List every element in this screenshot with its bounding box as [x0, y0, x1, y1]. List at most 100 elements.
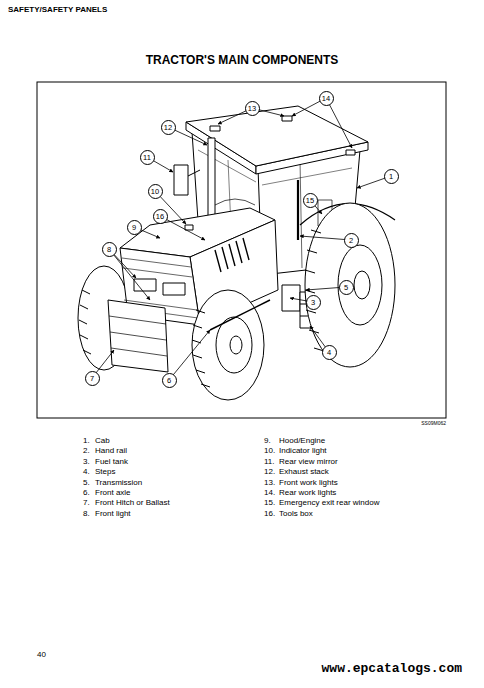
leader-line	[109, 249, 150, 300]
callout-circle: 5	[339, 280, 354, 295]
page-number: 40	[37, 651, 46, 659]
legend-number: 4.	[83, 468, 90, 476]
front-hub	[216, 317, 252, 373]
callout-number: 15	[304, 194, 317, 207]
legend-part-name: Indicator light	[279, 447, 327, 455]
legend-number: 6.	[83, 489, 90, 497]
callout-circle: 15	[303, 193, 318, 208]
legend-number: 10.	[264, 447, 275, 455]
callout-circle: 7	[85, 371, 100, 386]
callout-number: 14	[320, 92, 333, 105]
callout-number: 10	[149, 185, 162, 198]
legend-part-name: Transmission	[95, 479, 142, 487]
legend-part-name: Front Hitch or Ballast	[95, 499, 170, 507]
callout-circle: 8	[102, 242, 117, 257]
callout-circle: 3	[306, 295, 321, 310]
callout-circle: 4	[322, 345, 337, 360]
callout-circle: 2	[344, 233, 359, 248]
front-light	[163, 283, 185, 295]
legend-part-name: Rear view mirror	[279, 458, 338, 466]
watermark-url: www.epcatalogs.com	[322, 662, 462, 675]
leader-line	[326, 98, 352, 148]
legend-number: 3.	[83, 458, 90, 466]
legend-number: 9.	[264, 437, 271, 445]
rear-tire	[305, 203, 395, 367]
callout-circle: 14	[319, 91, 334, 106]
front-tire	[192, 290, 264, 400]
figure-title: TRACTOR'S MAIN COMPONENTS	[0, 54, 484, 66]
front-hub-cap	[230, 336, 242, 354]
callout-circle: 13	[245, 101, 260, 116]
callout-number: 3	[307, 296, 320, 309]
exhaust-stack	[208, 138, 215, 218]
leader-lines	[92, 98, 391, 380]
legend-part-name: Steps	[95, 468, 115, 476]
front-light	[134, 279, 156, 291]
legend-part-name: Rear work lights	[279, 489, 336, 497]
legend-part-name: Hand rail	[95, 447, 127, 455]
tire-tread	[305, 230, 324, 351]
legend-number: 11.	[264, 458, 275, 466]
legend-number: 14.	[264, 489, 275, 497]
callout-number: 8	[103, 243, 116, 256]
callout-circle: 9	[127, 220, 142, 235]
ballast-plates	[109, 316, 167, 356]
legend-number: 8.	[83, 510, 90, 518]
figure-code: SS09M062	[421, 421, 446, 426]
callout-circle: 11	[140, 150, 155, 165]
legend-number: 7.	[83, 499, 90, 507]
front-axle	[210, 300, 270, 330]
legend-part-name: Fuel tank	[95, 458, 128, 466]
page-header: SAFETY/SAFETY PANELS	[8, 6, 107, 14]
legend-part-name: Front work lights	[279, 479, 338, 487]
callout-number: 5	[340, 281, 353, 294]
indicator-light	[185, 225, 193, 230]
legend-part-name: Emergency exit rear window	[279, 499, 379, 507]
callout-circle: 6	[162, 373, 177, 388]
callout-number: 4	[323, 346, 336, 359]
legend-number: 2.	[83, 447, 90, 455]
callout-circle: 1	[384, 169, 399, 184]
legend-part-name: Front light	[95, 510, 131, 518]
legend-part-name: Front axle	[95, 489, 131, 497]
callout-number: 6	[163, 374, 176, 387]
mirror-arm	[188, 170, 200, 176]
work-light	[346, 150, 355, 155]
leader-line	[169, 330, 210, 380]
front-ballast	[108, 300, 168, 372]
work-light	[210, 126, 220, 131]
steering-wheel	[215, 199, 255, 205]
legend-number: 13.	[264, 479, 275, 487]
callout-number: 11	[141, 151, 154, 164]
callout-number: 12	[162, 121, 175, 134]
hood-vents	[215, 238, 249, 272]
hand-rail	[297, 180, 299, 240]
rear-view-mirror	[174, 165, 188, 195]
legend-number: 5.	[83, 479, 90, 487]
legend-number: 15.	[264, 499, 275, 507]
callout-number: 1	[385, 170, 398, 183]
callout-number: 16	[154, 210, 167, 223]
legend-part-name: Hood/Engine	[279, 437, 325, 445]
tire-tread	[79, 290, 91, 354]
callout-number: 13	[246, 102, 259, 115]
rear-hub-cap	[354, 271, 370, 299]
legend-part-name: Exhaust stack	[279, 468, 329, 476]
callout-circle: 12	[161, 120, 176, 135]
callout-circle: 16	[153, 209, 168, 224]
callout-number: 7	[86, 372, 99, 385]
callout-circle: 10	[148, 184, 163, 199]
legend-part-name: Tools box	[279, 510, 313, 518]
callout-number: 9	[128, 221, 141, 234]
callout-number: 2	[345, 234, 358, 247]
cab-door-edge	[300, 160, 302, 268]
figure-frame	[37, 82, 446, 418]
rear-hub	[338, 245, 382, 325]
legend-part-name: Cab	[95, 437, 110, 445]
tractor	[78, 106, 395, 400]
cab-glass-line	[262, 168, 352, 185]
legend-number: 12.	[264, 468, 275, 476]
legend-number: 1.	[83, 437, 90, 445]
